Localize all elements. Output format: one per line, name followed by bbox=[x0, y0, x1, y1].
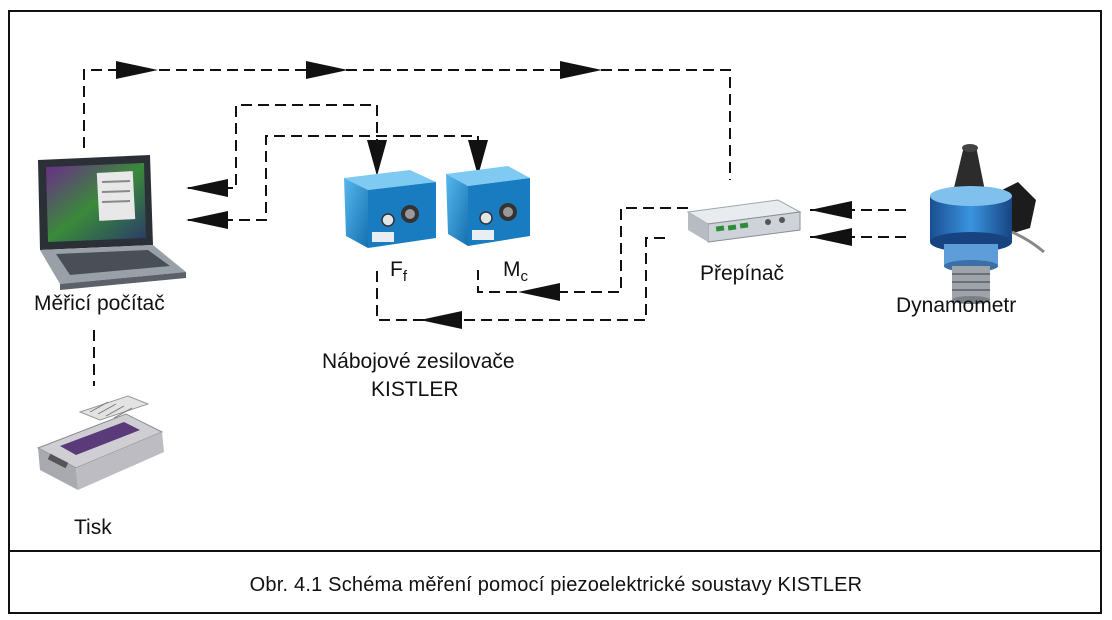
arrowhead-into-force-amp bbox=[367, 140, 387, 176]
arrowhead-to-force-amp-return bbox=[420, 311, 462, 329]
switch-box-icon bbox=[686, 199, 802, 243]
arrowhead-top-3 bbox=[560, 61, 602, 79]
printer-label: Tisk bbox=[74, 516, 112, 539]
flow-switch-to-computer-top bbox=[83, 69, 731, 180]
force-amplifier-label: Ff bbox=[390, 258, 407, 289]
flow-switch-to-moment-amp bbox=[477, 207, 688, 293]
arrowhead-top-2 bbox=[306, 61, 348, 79]
moment-amplifier-icon bbox=[446, 166, 530, 246]
arrowhead-dyn-to-switch-2 bbox=[810, 228, 852, 246]
figure-caption: Obr. 4.1 Schéma měření pomocí piezoelekt… bbox=[249, 574, 863, 596]
amplifiers-label-line1: Nábojové zesilovače bbox=[322, 350, 515, 373]
force-subscript: f bbox=[402, 268, 407, 286]
arrowhead-top-1 bbox=[116, 61, 158, 79]
moment-subscript: c bbox=[520, 268, 529, 286]
moment-symbol: M bbox=[503, 258, 521, 281]
moment-amplifier-label: Mc bbox=[503, 258, 528, 289]
arrowhead-to-computer-2 bbox=[186, 211, 228, 229]
computer-label: Měřicí počítač bbox=[34, 292, 165, 315]
caption-divider bbox=[8, 550, 1102, 552]
laptop-icon bbox=[38, 155, 186, 290]
arrowhead-to-computer-1 bbox=[186, 179, 228, 197]
diagram-frame bbox=[8, 10, 1102, 614]
amplifiers-label-line2: KISTLER bbox=[371, 378, 459, 401]
arrowhead-dyn-to-switch-1 bbox=[810, 201, 852, 219]
force-amplifier-icon bbox=[344, 170, 436, 248]
switch-label: Přepínač bbox=[700, 262, 785, 285]
flow-computer-to-force-amp bbox=[188, 104, 378, 189]
force-symbol: F bbox=[390, 258, 403, 281]
printer-icon bbox=[36, 395, 164, 490]
dynamometer-icon bbox=[930, 144, 1045, 304]
arrowhead-into-moment-amp bbox=[468, 140, 488, 176]
arrowhead-to-moment-amp-return bbox=[518, 283, 560, 301]
dynamometer-label: Dynamometr bbox=[896, 294, 1017, 317]
